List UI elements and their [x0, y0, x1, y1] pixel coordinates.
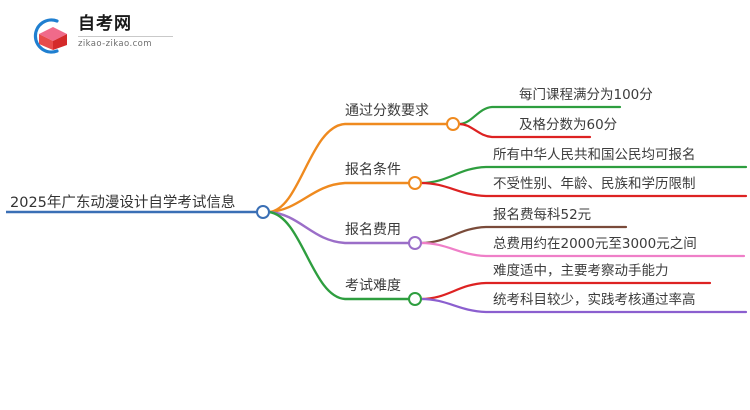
edge-branch-3-leaf-2	[419, 241, 746, 258]
root-node-circle[interactable]	[256, 205, 270, 219]
branch-2-node-circle[interactable]	[408, 176, 422, 190]
leaf-label-pass-score[interactable]: 及格分数为60分	[519, 117, 618, 133]
leaf-label-total-cost[interactable]: 总费用约在2000元至3000元之间	[493, 236, 697, 252]
leaf-label-fee-per-subject[interactable]: 报名费每科52元	[493, 207, 592, 223]
edge-branch-1-leaf-2	[457, 122, 592, 139]
leaf-label-few-unified-subjects[interactable]: 统考科目较少，实践考核通过率高	[493, 292, 696, 308]
edge-root-to-branch-3	[267, 210, 411, 245]
branch-label-registration-fee[interactable]: 报名费用	[345, 222, 401, 238]
branch-1-node-circle[interactable]	[446, 117, 460, 131]
branch-label-passing-score[interactable]: 通过分数要求	[345, 103, 429, 119]
branch-3-node-circle[interactable]	[408, 236, 422, 250]
leaf-label-eligible-citizens[interactable]: 所有中华人民共和国公民均可报名	[493, 147, 696, 163]
logo-text-block: 自考网 zikao-zikao.com	[78, 14, 174, 49]
logo-title: 自考网	[78, 14, 132, 34]
leaf-label-no-restrictions[interactable]: 不受性别、年龄、民族和学历限制	[493, 176, 696, 192]
edge-branch-2-leaf-2	[419, 181, 748, 198]
logo-divider	[78, 36, 173, 37]
graduation-cap-logo-icon	[27, 16, 71, 56]
site-logo[interactable]: 自考网 zikao-zikao.com	[22, 10, 174, 60]
edge-branch-4-leaf-2	[419, 297, 748, 314]
edge-root-to-branch-1	[267, 122, 449, 214]
edge-root-to-branch-2	[267, 181, 411, 214]
logo-domain: zikao-zikao.com	[78, 39, 152, 49]
branch-label-exam-difficulty[interactable]: 考试难度	[345, 278, 401, 294]
root-node-label[interactable]: 2025年广东动漫设计自学考试信息	[10, 195, 236, 211]
edge-root-to-branch-4	[267, 210, 411, 301]
branch-label-registration-conditions[interactable]: 报名条件	[345, 162, 401, 178]
leaf-label-full-score[interactable]: 每门课程满分为100分	[519, 87, 653, 103]
leaf-label-moderate-difficulty[interactable]: 难度适中，主要考察动手能力	[493, 263, 669, 279]
branch-4-node-circle[interactable]	[408, 292, 422, 306]
